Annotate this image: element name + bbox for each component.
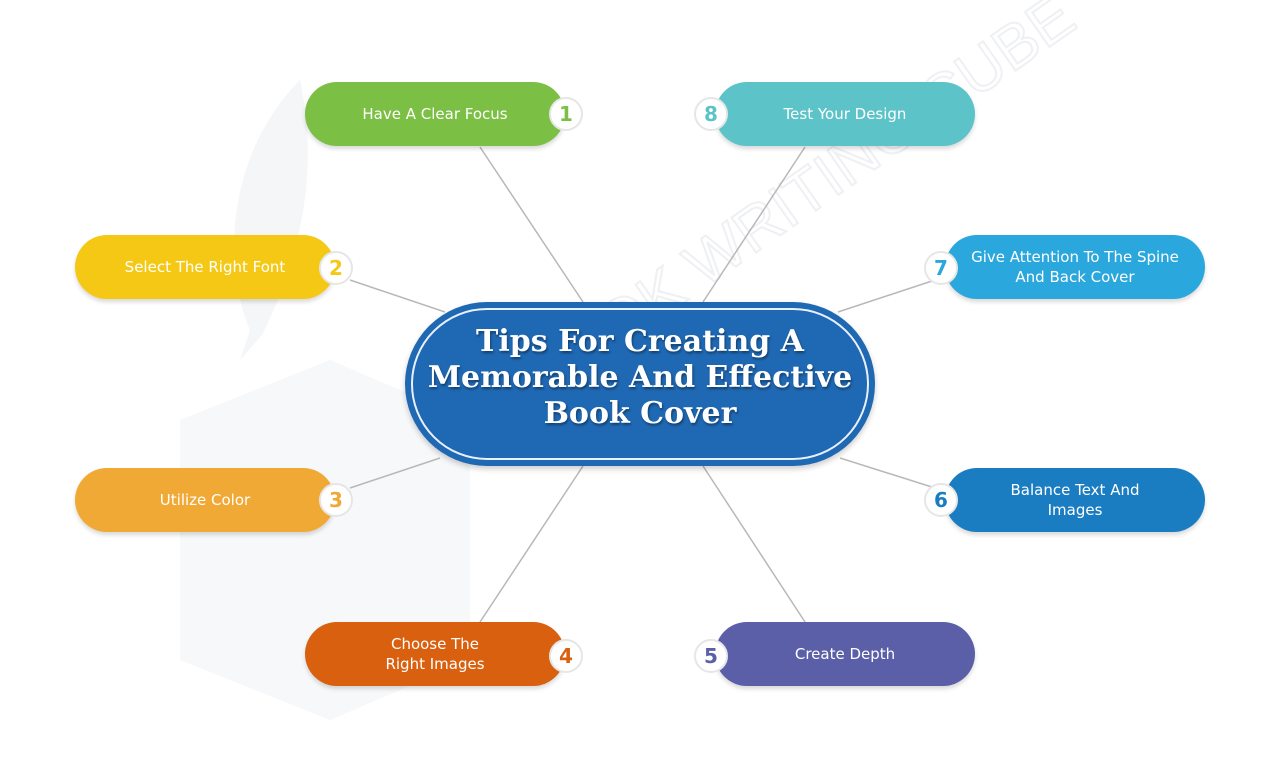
tip-6: Balance Text And Images [945, 468, 1205, 532]
central-topic: Tips For Creating A Memorable And Effect… [405, 302, 875, 466]
tip-label: Test Your Design [783, 105, 907, 123]
tip-number-badge: 2 [319, 251, 353, 285]
tip-label: Choose The Right Images [385, 635, 485, 673]
tip-label: Utilize Color [159, 491, 251, 509]
tip-number-badge: 4 [549, 639, 583, 673]
tip-number-badge: 3 [319, 483, 353, 517]
tip-8: Test Your Design [715, 82, 975, 146]
tip-label: Give Attention To The Spine And Back Cov… [971, 248, 1179, 286]
tip-5: Create Depth [715, 622, 975, 686]
connector-7 [837, 279, 936, 313]
tip-label: Create Depth [794, 645, 896, 663]
central-topic-ring [411, 308, 869, 460]
connector-1 [479, 146, 584, 303]
connector-2 [349, 279, 446, 313]
tip-label: Have A Clear Focus [362, 105, 508, 123]
tip-number-badge: 8 [694, 97, 728, 131]
tip-label: Select The Right Font [124, 258, 286, 276]
connector-8 [702, 146, 806, 303]
tip-1: Have A Clear Focus [305, 82, 565, 146]
connector-5 [702, 465, 806, 623]
tip-7: Give Attention To The Spine And Back Cov… [945, 235, 1205, 299]
tip-label: Balance Text And Images [1010, 481, 1140, 519]
tip-4: Choose The Right Images [305, 622, 565, 686]
tip-number-badge: 5 [694, 639, 728, 673]
tip-number-badge: 7 [924, 251, 958, 285]
connector-6 [839, 457, 936, 489]
connector-4 [479, 465, 584, 623]
connector-3 [349, 457, 441, 489]
tip-2: Select The Right Font [75, 235, 335, 299]
central-topic-title: Tips For Creating A Memorable And Effect… [427, 324, 853, 431]
tip-3: Utilize Color [75, 468, 335, 532]
tip-number-badge: 1 [549, 97, 583, 131]
tip-number-badge: 6 [924, 483, 958, 517]
